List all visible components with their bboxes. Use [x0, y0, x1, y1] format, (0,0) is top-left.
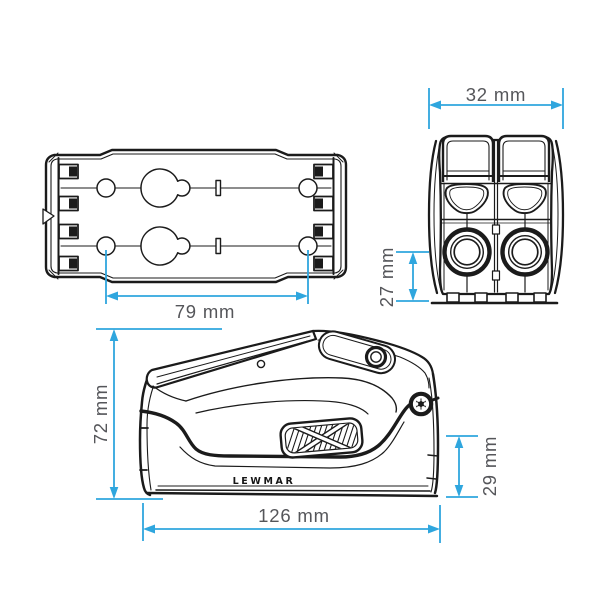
- dimension-rear-height: 29 mm: [446, 435, 500, 498]
- cam-slot-curve: [139, 400, 421, 459]
- dimension-annotations: 79 mm 32 mm 27 mm 72 mm: [90, 84, 564, 543]
- pocket-ring: [364, 345, 388, 369]
- rib-line-2: [185, 377, 398, 413]
- cam-knob: [408, 391, 440, 417]
- tick-mark: [215, 179, 222, 197]
- brand-logo-text: LEWMAR: [233, 476, 296, 487]
- cam-cover-left: [444, 183, 489, 215]
- right-mount-slots: [313, 163, 334, 272]
- cam-cover-right: [502, 183, 547, 215]
- left-edge-notch: [42, 208, 55, 225]
- dimension-label-79mm: 79 mm: [175, 301, 236, 322]
- divider-link: [491, 224, 501, 235]
- dimension-label-27mm: 27 mm: [376, 247, 397, 308]
- dimension-overall-length: 126 mm: [142, 503, 441, 543]
- dimension-hole-spacing: 79 mm: [105, 250, 309, 322]
- rib-line-3: [195, 400, 369, 415]
- left-panel-ticks: [139, 427, 149, 471]
- rib-line-1: [156, 340, 309, 385]
- rope-hole-left: [442, 227, 492, 277]
- inner-side-lines: [443, 182, 549, 291]
- side-right-edge: [431, 372, 440, 495]
- dimension-overall-width: 32 mm: [428, 84, 564, 129]
- side-left-edge: [138, 369, 153, 497]
- center-divider: [493, 139, 499, 293]
- divider-link: [491, 270, 501, 281]
- rope-hole-right: [500, 227, 550, 277]
- dimension-overall-height: 72 mm: [90, 328, 222, 500]
- torx-screw-icon: [414, 398, 428, 410]
- side-right-inner: [428, 377, 435, 493]
- dimension-label-29mm: 29 mm: [479, 436, 500, 497]
- bottom-edge: [145, 491, 439, 498]
- release-lever: [145, 329, 318, 389]
- end-view: [427, 134, 565, 305]
- dimension-rope-center-height: 27 mm: [376, 247, 429, 308]
- pivot-hole: [256, 359, 266, 369]
- handle-right: [497, 134, 551, 182]
- mount-hole: [298, 178, 318, 198]
- keyhole-cutout-1: [140, 168, 191, 208]
- dimension-label-72mm: 72 mm: [90, 384, 111, 445]
- dimension-label-32mm: 32 mm: [466, 84, 527, 105]
- top-view-inner-outline: [50, 153, 342, 279]
- dimension-label-126mm: 126 mm: [258, 505, 330, 526]
- side-left-inner: [146, 381, 156, 491]
- left-mount-slots: [58, 163, 79, 272]
- keyhole-cutout-2: [140, 226, 191, 266]
- lever-inner-line: [156, 335, 311, 378]
- grip-window: [279, 417, 364, 459]
- handle-left: [441, 134, 495, 182]
- rib-crease: [152, 385, 187, 402]
- tick-mark: [215, 237, 222, 255]
- side-view: LEWMAR: [138, 329, 440, 498]
- pocket-ring-inner: [370, 351, 382, 363]
- mount-hole: [96, 178, 116, 198]
- lower-crease: [179, 421, 405, 469]
- right-panel-ticks: [426, 454, 439, 480]
- top-view-outline: [44, 148, 348, 284]
- bottom-inner-line: [155, 489, 431, 492]
- side-flange-left: [427, 139, 442, 295]
- corner-chamfers: [48, 152, 344, 280]
- top-view: [42, 148, 348, 284]
- side-flange-right: [550, 139, 565, 295]
